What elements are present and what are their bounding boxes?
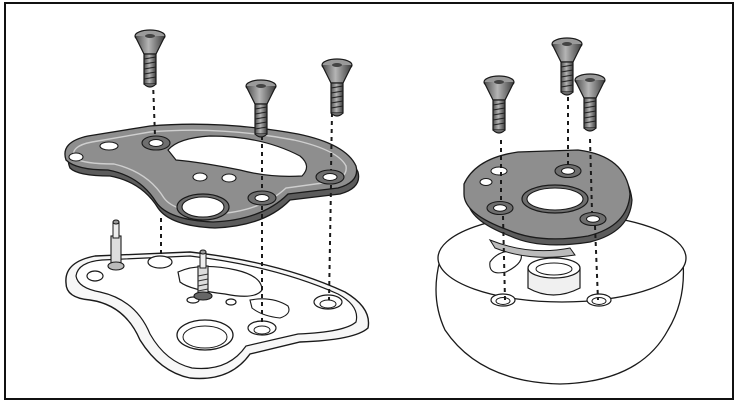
left-base-plate [65, 251, 370, 380]
left-metal-plate [64, 123, 360, 229]
guide-pin-left [107, 219, 125, 271]
left-assembly [64, 29, 370, 380]
right-assembly [435, 37, 687, 385]
right-ring-plate [463, 149, 633, 258]
guide-pin-center [193, 249, 213, 301]
right-base-disc [435, 213, 687, 385]
left-alignment-lines [152, 81, 333, 326]
right-alignment-lines [500, 97, 599, 301]
screw-right-3 [574, 73, 606, 132]
screw-left-3 [321, 58, 353, 117]
screw-right-1 [551, 37, 583, 96]
screw-left-1 [134, 29, 166, 88]
screw-right-2 [483, 75, 515, 134]
